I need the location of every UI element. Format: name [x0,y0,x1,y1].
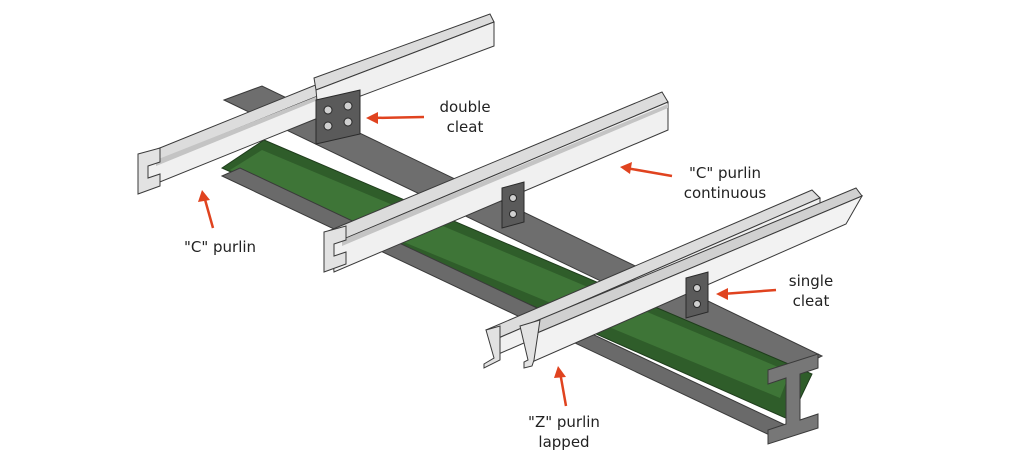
arrow-c-purlin-continuous [620,162,673,178]
label-c-purlin: "C" purlin [183,238,257,256]
beam-web-highlight [230,150,790,398]
single-cleat-middle-bolts [509,194,517,218]
arrow-single-cleat [716,288,777,300]
label-z-purlin-lapped: "Z" purlin lapped [528,413,600,451]
double-cleat [315,89,361,145]
beam-end-section [767,353,819,445]
c-purlin-continuous [323,91,669,273]
single-cleat [685,271,709,319]
arrow-z-purlin [554,366,568,407]
label-c-purlin-continuous: "C" purlin continuous [683,164,767,202]
single-cleat-middle [501,181,525,229]
arrow-c-purlin [198,190,215,229]
arrow-double-cleat [366,112,425,124]
z-purlin-end-b [519,319,541,369]
double-cleat-bolts [323,101,353,131]
label-double-cleat: double cleat [439,98,491,136]
c-purlin-continuous-end [323,225,347,273]
label-single-cleat: single cleat [788,272,834,310]
single-cleat-bolts [693,284,701,308]
pointer-arrows [198,112,777,407]
z-purlin-end-a [483,325,501,369]
c-purlin-left-end [137,147,161,195]
